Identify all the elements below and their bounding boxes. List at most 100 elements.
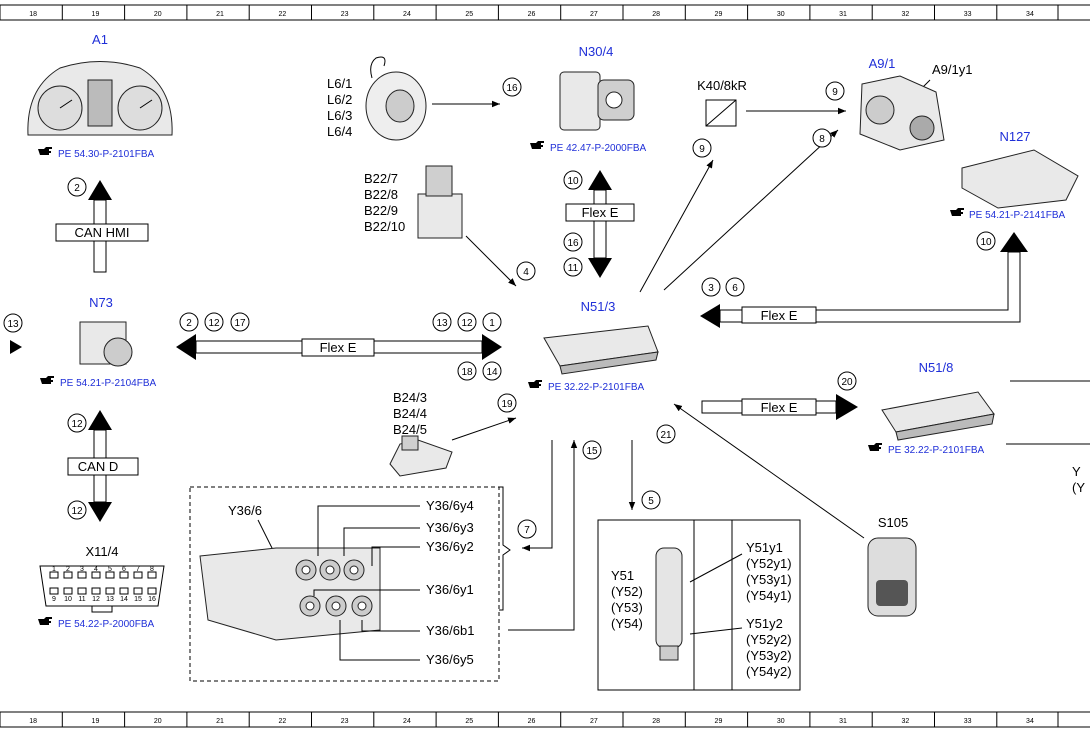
pin	[133, 587, 143, 595]
l6-4-label: L6/4	[327, 124, 352, 139]
flex-e-label-n51-8: Flex E	[761, 400, 798, 415]
flex-e-bus-n73: Flex E 2 12 17 13 12 1 18 14	[176, 312, 502, 381]
callout-10: 10	[980, 237, 992, 248]
ruler-label: 18	[29, 11, 37, 18]
y36-sub-label: Y36/6y3	[426, 520, 474, 535]
ruler-label: 21	[216, 11, 224, 18]
y36-sub-label: Y36/6y5	[426, 652, 474, 667]
ruler-label: 32	[901, 11, 909, 18]
flex-e-bus-vertical: Flex E 10 16 11	[563, 170, 635, 278]
ruler-label: 33	[964, 718, 972, 725]
callout-12: 12	[208, 318, 220, 329]
pin-number: 3	[80, 566, 84, 573]
pin-number: 12	[92, 596, 100, 603]
callout-4: 4	[523, 267, 529, 278]
callout-1: 1	[489, 318, 495, 329]
flex-e-label-n73: Flex E	[320, 340, 357, 355]
pin	[49, 587, 59, 595]
pin-number: 2	[66, 566, 70, 573]
pin	[77, 587, 87, 595]
callout-20: 20	[841, 377, 853, 388]
ignition-switch-n73: N73 PE 54.21-P-2104FBA 13	[3, 295, 156, 389]
control-unit-n127: N127 PE 54.21-P-2141FBA 10	[950, 129, 1079, 251]
ruler-label: 32	[901, 718, 909, 725]
ruler-label: 26	[528, 11, 536, 18]
y36-sub-label: Y36/6y1	[426, 582, 474, 597]
airmatic-control-unit-n51-3: N51/3 PE 32.22-P-2101FBA 8	[528, 128, 839, 393]
b24-3-label: B24/3	[393, 390, 427, 405]
callout-2: 2	[74, 183, 80, 194]
a9-1-label: A9/1	[869, 56, 896, 71]
b22-10-label: B22/10	[364, 219, 405, 234]
b24-4-label: B24/4	[393, 406, 427, 421]
air-spring-valve-y51: Y51 (Y52) (Y53) (Y54) Y51y1 (Y52y1) (Y53…	[597, 519, 801, 691]
b22-8-label: B22/8	[364, 187, 398, 202]
pin	[91, 571, 101, 579]
level-sensors-b22: B22/7 B22/8 B22/9 B22/10 4	[364, 165, 536, 287]
callout-6: 6	[732, 283, 738, 294]
callout-19: 19	[501, 399, 513, 410]
valve-connections: 15 7 5	[508, 440, 661, 631]
ruler-label: 29	[715, 718, 723, 725]
pin	[105, 587, 115, 595]
b22-7-label: B22/7	[364, 171, 398, 186]
callout-2: 2	[186, 318, 192, 329]
ruler-label: 27	[590, 11, 598, 18]
callout-12: 12	[71, 506, 83, 517]
pin-number: 14	[120, 596, 128, 603]
can-d-label: CAN D	[78, 459, 118, 474]
relay-k40-8kr: K40/8kR 9 9	[692, 78, 846, 158]
pin	[49, 571, 59, 579]
callout-5: 5	[648, 496, 654, 507]
pin	[77, 571, 87, 579]
a9-1y1-label: A9/1y1	[932, 62, 972, 77]
n127-label: N127	[999, 129, 1030, 144]
ruler-label: 25	[465, 718, 473, 725]
callout-9: 9	[699, 144, 705, 155]
ruler-label: 19	[92, 718, 100, 725]
pin-number: 5	[108, 566, 112, 573]
ruler-label: 24	[403, 718, 411, 725]
pin	[133, 571, 143, 579]
a1-label: A1	[92, 32, 108, 47]
acceleration-sensors-b24: B24/3 B24/4 B24/5 19	[389, 390, 517, 477]
pin	[147, 571, 157, 579]
leader-line	[317, 505, 420, 556]
esp-control-unit-n30-4: N30/4 PE 42.47-P-2000FBA	[530, 44, 646, 154]
pin	[105, 571, 115, 579]
edge-y-label: Y	[1072, 464, 1081, 479]
hand-pointer-icon	[38, 617, 52, 625]
y51y1-label: Y51y1	[746, 540, 783, 555]
y54y1-label: (Y54y1)	[746, 588, 792, 603]
flex-e-bus-n127: Flex E 3 6	[700, 232, 1028, 328]
ruler-label: 31	[839, 11, 847, 18]
ruler-label: 19	[92, 11, 100, 18]
leader-line	[313, 589, 420, 596]
valve-block-y36-6: Y36/6 Y36/6y4Y36/6y3Y36/6y2Y36/6y1Y36/6b…	[189, 486, 511, 682]
y54-label: (Y54)	[611, 616, 643, 631]
can-hmi-label: CAN HMI	[75, 225, 130, 240]
flex-e-label-n127: Flex E	[761, 308, 798, 323]
pin-number: 6	[122, 566, 126, 573]
s105-label: S105	[878, 515, 908, 530]
y53-label: (Y53)	[611, 600, 643, 615]
b22-9-label: B22/9	[364, 203, 398, 218]
n51-3-label: N51/3	[581, 299, 616, 314]
leader-line	[343, 527, 420, 556]
callout-21: 21	[660, 430, 672, 441]
ruler-label: 20	[154, 718, 162, 725]
y51-label: Y51	[611, 568, 634, 583]
leader-line	[371, 546, 420, 566]
leader-line	[339, 620, 420, 661]
pin	[119, 587, 129, 595]
callout-16: 16	[567, 238, 579, 249]
can-hmi-bus: CAN HMI 2	[55, 177, 149, 273]
ruler-label: 31	[839, 718, 847, 725]
y52-label: (Y52)	[611, 584, 643, 599]
callout-18: 18	[461, 367, 473, 378]
callout-12: 12	[461, 318, 473, 329]
n51-3-ref: PE 32.22-P-2101FBA	[548, 382, 644, 393]
ruler-label: 29	[715, 11, 723, 18]
